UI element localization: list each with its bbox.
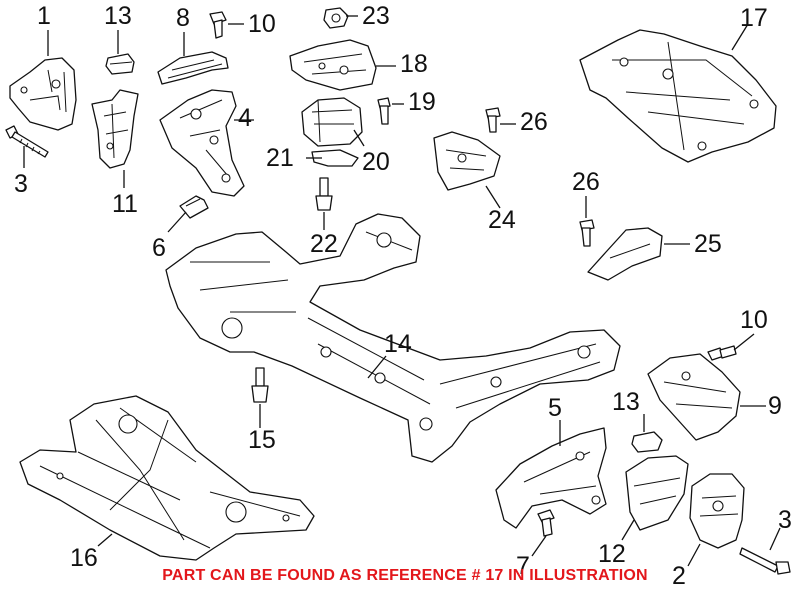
mount-pad-part: [631, 431, 663, 453]
front-subframe-part: [165, 213, 621, 463]
callout-10: 10: [248, 10, 276, 38]
heat-shield-part: [157, 51, 229, 85]
callout-9: 9: [768, 392, 782, 420]
bracket-part: [91, 89, 139, 169]
bracket-strip-part: [311, 149, 359, 167]
bolt-part: [179, 195, 209, 219]
leader-line: [687, 543, 701, 567]
engine-mount-part: [689, 473, 745, 549]
reference-note: PART CAN BE FOUND AS REFERENCE # 17 IN I…: [162, 567, 648, 584]
bolt-part: [5, 125, 49, 158]
leader-line: [531, 535, 547, 557]
callout-21: 21: [266, 144, 294, 172]
callout-2: 2: [672, 562, 686, 590]
callout-12: 12: [598, 540, 626, 568]
bracket-part: [433, 131, 501, 191]
callout-5: 5: [548, 394, 562, 422]
callout-3-right: 3: [778, 506, 792, 534]
mount-plate-part: [289, 39, 377, 91]
callout-4: 4: [238, 104, 252, 132]
bolt-part: [707, 345, 737, 361]
leader-line: [733, 333, 755, 351]
leader-line: [485, 185, 501, 209]
leader-line: [769, 527, 781, 551]
leader-line: [621, 519, 635, 541]
subframe-crossmember-part: [579, 29, 777, 163]
callout-18: 18: [400, 50, 428, 78]
callout-22: 22: [310, 230, 338, 258]
leader-line: [367, 355, 387, 379]
leader-line: [167, 211, 187, 233]
callout-8: 8: [176, 4, 190, 32]
bracket-part: [495, 427, 607, 529]
callout-26-right: 26: [572, 168, 600, 196]
bracket-part: [625, 455, 689, 531]
mount-bracket-part: [159, 89, 245, 197]
heat-shield-part: [647, 353, 741, 441]
leader-line: [97, 533, 113, 547]
stud-part: [315, 177, 333, 211]
callout-6: 6: [152, 234, 166, 262]
leader-lines: [23, 15, 781, 567]
bolt-part: [579, 219, 595, 247]
bolt-part: [739, 547, 791, 575]
callout-1: 1: [37, 2, 51, 30]
lower-frame-part: [19, 395, 315, 561]
engine-mount-part: [9, 57, 77, 131]
callout-25: 25: [694, 230, 722, 258]
mount-pad-part: [105, 53, 135, 75]
bolt-part: [377, 97, 391, 125]
nut-part: [323, 7, 349, 29]
stud-part: [251, 367, 269, 403]
bracket-part: [587, 227, 663, 281]
callout-11: 11: [112, 190, 138, 218]
callout-19: 19: [408, 88, 436, 116]
callout-10-right: 10: [740, 306, 768, 334]
callout-17: 17: [740, 4, 768, 32]
leader-line: [731, 23, 749, 51]
callout-16: 16: [70, 544, 98, 572]
callout-13-right: 13: [612, 388, 640, 416]
callout-20: 20: [362, 148, 390, 176]
leader-line: [353, 129, 365, 147]
bolt-part: [209, 11, 227, 39]
rubber-mount-part: [301, 97, 363, 147]
callout-14: 14: [384, 330, 412, 358]
callout-3: 3: [14, 170, 28, 198]
callout-26: 26: [520, 108, 548, 136]
bolt-part: [537, 509, 555, 537]
callout-24: 24: [488, 206, 516, 234]
callout-23: 23: [362, 2, 390, 30]
callout-15: 15: [248, 426, 276, 454]
callout-13: 13: [104, 2, 132, 30]
callout-7: 7: [516, 552, 530, 580]
bolt-part: [485, 107, 501, 133]
